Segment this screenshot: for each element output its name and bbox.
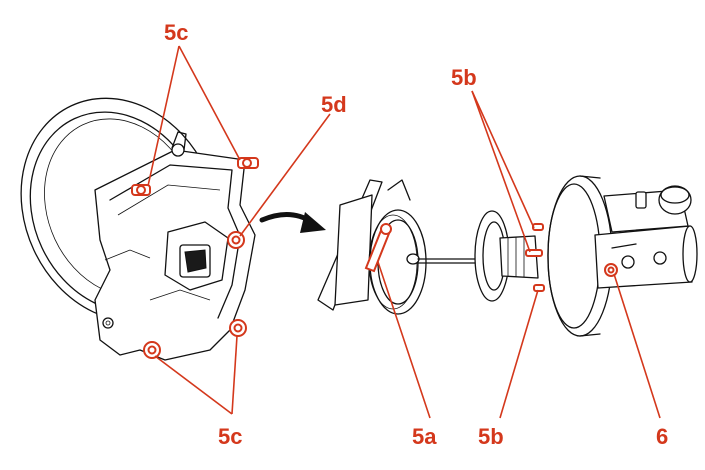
removal-arrow-icon (259, 212, 326, 233)
stud-5b-lower (533, 284, 545, 292)
bolt-5a (364, 223, 392, 273)
callout-6: 6 (656, 424, 668, 449)
nut-6 (604, 263, 618, 277)
stud-upper-right (237, 157, 259, 169)
booster-master-cylinder (474, 175, 698, 337)
stud-upper-left (131, 184, 151, 196)
firewall-assembly (20, 97, 259, 361)
nut-lower-left (143, 341, 161, 359)
callout-5c-bottom: 5c (218, 424, 242, 449)
callout-5c-top: 5c (164, 20, 188, 45)
stud-5b-upper (532, 223, 544, 231)
spacer-gasket-assembly (317, 179, 479, 315)
nut-lower-right (229, 319, 247, 337)
stud-5b-middle (525, 249, 543, 257)
leader-lines (147, 45, 661, 419)
callout-5d: 5d (321, 92, 347, 117)
callout-5b-top: 5b (451, 65, 477, 90)
callout-5b-bottom: 5b (478, 424, 504, 449)
callout-5a: 5a (412, 424, 437, 449)
